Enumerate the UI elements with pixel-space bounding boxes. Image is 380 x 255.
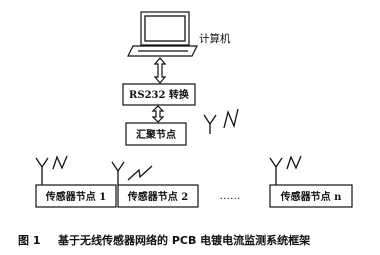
sensor-node-box-n: 传感器节点 n [269, 184, 353, 208]
computer-label: 计算机 [199, 32, 231, 45]
sensor-node-box-2: 传感器节点 2 [117, 184, 199, 208]
sensor-node-label: 传感器节点 2 [127, 190, 188, 203]
sink-node-box: 汇聚节点 [125, 122, 187, 146]
antenna-icon [111, 161, 153, 185]
sink-label: 汇聚节点 [136, 128, 176, 141]
sensor-node-label: 传感器节点 1 [45, 190, 106, 203]
rs232-converter-box: RS232 转换 [122, 83, 196, 106]
double-arrow-icon [151, 105, 165, 123]
figure-number: 图 1 [18, 234, 40, 247]
sensor-node-box-1: 传感器节点 1 [35, 184, 117, 208]
rs232-label: RS232 转换 [129, 88, 190, 101]
sensor-node-label: 传感器节点 n [280, 190, 342, 203]
antenna-icon [35, 155, 68, 185]
double-arrow-icon [153, 57, 167, 84]
figure-caption: 基于无线传感器网络的 PCB 电镀电流监测系统框架 [57, 233, 310, 247]
antenna-icon [203, 108, 239, 134]
ellipsis: …… [220, 190, 241, 202]
computer-icon [127, 11, 198, 57]
antenna-icon [269, 155, 302, 185]
